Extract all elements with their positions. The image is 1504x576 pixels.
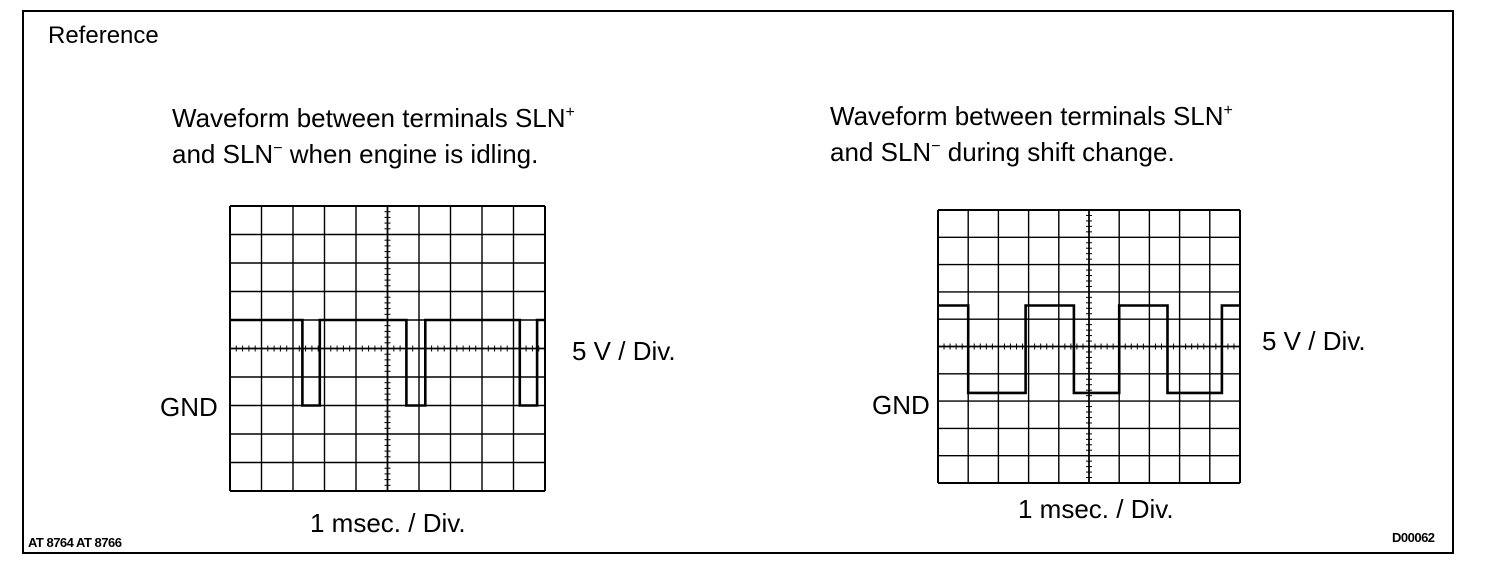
panel2-time-scale: 1 msec. / Div. xyxy=(1018,494,1174,524)
reference-frame xyxy=(22,10,1454,554)
panel1-caption: Waveform between terminals SLN+ and SLN−… xyxy=(172,100,575,172)
panel1-voltage-scale: 5 V / Div. xyxy=(572,336,676,366)
reference-header: Reference xyxy=(48,22,159,49)
panel2-voltage-scale: 5 V / Div. xyxy=(1262,326,1366,356)
panel2-caption-line2a: and SLN xyxy=(830,137,932,167)
panel1-time-scale: 1 msec. / Div. xyxy=(310,508,466,538)
panel1-caption-sup1: + xyxy=(565,104,575,121)
panel2-caption: Waveform between terminals SLN+ and SLN−… xyxy=(830,98,1233,170)
panel1-gnd-label: GND xyxy=(160,392,218,422)
panel2-caption-line1: Waveform between terminals SLN xyxy=(830,101,1224,131)
panel2-caption-sup2: − xyxy=(931,138,941,155)
panel1-caption-line2a: and SLN xyxy=(172,139,274,169)
footer-left-codes: AT 8764 AT 8766 xyxy=(28,535,122,550)
oscilloscope-grid-shift xyxy=(937,209,1241,484)
waveform-trace xyxy=(230,318,545,407)
panel2-gnd-label: GND xyxy=(872,390,930,420)
panel2-caption-line2b: during shift change. xyxy=(940,137,1175,167)
footer-right-code: D00062 xyxy=(1392,530,1435,545)
panel1-caption-line2b: when engine is idling. xyxy=(282,139,539,169)
waveform-trace xyxy=(938,304,1240,395)
oscilloscope-grid-idle xyxy=(229,205,546,492)
panel2-caption-sup1: + xyxy=(1223,102,1233,119)
panel1-caption-sup2: − xyxy=(273,140,283,157)
panel1-caption-line1: Waveform between terminals SLN xyxy=(172,103,566,133)
